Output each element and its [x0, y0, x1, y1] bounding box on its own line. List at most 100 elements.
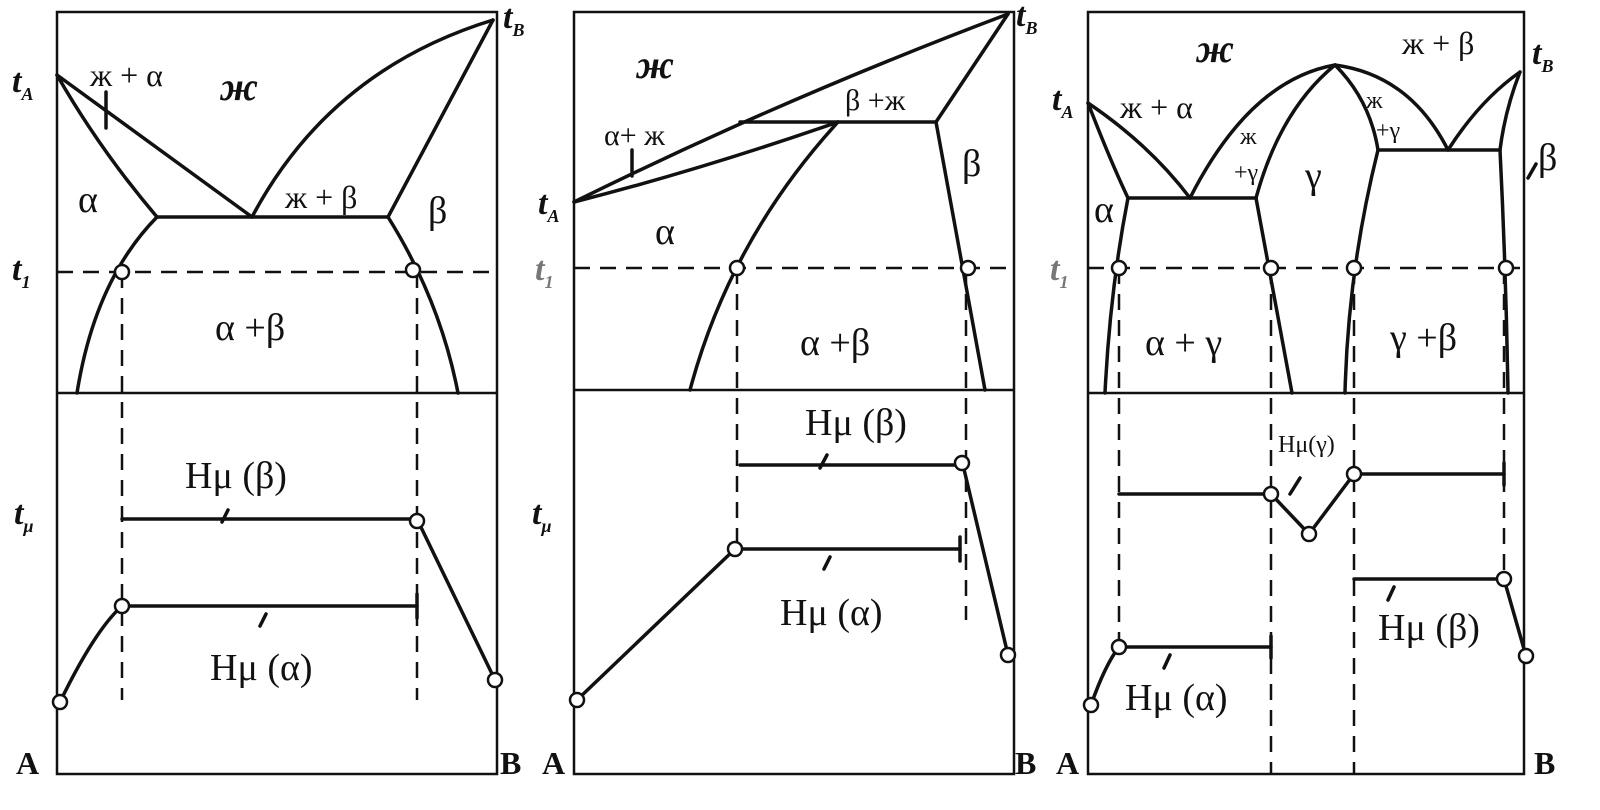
- point-t1-left: [113, 263, 131, 281]
- point-alpha-start: [1082, 696, 1100, 714]
- label-t1: t1: [1050, 251, 1068, 292]
- liquidus-beta: [1446, 70, 1522, 152]
- point-beta-end: [999, 646, 1017, 664]
- label-tmu: tμ: [14, 495, 33, 536]
- hardness-curve-alpha-rise: [1089, 645, 1121, 707]
- point-alpha-knee: [1110, 638, 1128, 656]
- label-alpha-gamma: α + γ: [1145, 322, 1222, 364]
- point-alpha-knee: [113, 597, 131, 615]
- label-liquid-gamma-left-bottom: +γ: [1234, 160, 1259, 186]
- hardness-curve-beta-fall: [961, 463, 1010, 657]
- point-beta-knee: [408, 512, 426, 530]
- leader-h-alpha: [822, 555, 832, 571]
- point-t1-left: [728, 259, 746, 277]
- panel-eutectic: tA tB t1 tμ ж ж + α ж + β α β α +β Hμ (β…: [12, 0, 524, 781]
- point-gamma-min: [1300, 525, 1318, 543]
- alpha-solidus: [572, 120, 840, 204]
- point-t1-4: [1497, 259, 1515, 277]
- point-gamma-right: [1345, 465, 1363, 483]
- beta-solidus: [934, 12, 1010, 124]
- beta-solvus: [934, 120, 987, 392]
- gamma-solidus-right: [1333, 63, 1380, 152]
- liquidus-right: [250, 18, 495, 219]
- label-h-beta: Hμ (β): [185, 455, 287, 497]
- hardness-curve-beta-fall: [415, 517, 497, 682]
- point-gamma-left: [1262, 485, 1280, 503]
- leader-h-beta: [818, 453, 829, 470]
- leader-h-alpha: [258, 612, 268, 628]
- label-t1: t1: [12, 251, 30, 292]
- label-beta-liquid: β +ж: [845, 84, 906, 117]
- point-alpha-start: [51, 693, 69, 711]
- label-h-beta: Hμ (β): [805, 402, 907, 444]
- point-beta-knee: [1495, 570, 1513, 588]
- solidus-right: [386, 18, 495, 219]
- label-tB: tB: [1016, 0, 1037, 38]
- solidus-beta: [1498, 70, 1522, 152]
- axis-label-b: B: [500, 745, 521, 781]
- solidus-alpha: [1086, 101, 1130, 200]
- axis-label-b: B: [1534, 745, 1555, 781]
- hardness-curve-alpha-rise: [575, 547, 737, 702]
- solvus-alpha: [1103, 196, 1130, 395]
- point-alpha-knee: [726, 540, 744, 558]
- label-gamma-beta: γ +β: [1389, 317, 1457, 359]
- label-h-alpha: Hμ (α): [780, 592, 883, 634]
- point-t1-3: [1345, 259, 1363, 277]
- solidus-left: [55, 73, 159, 219]
- label-liquid: ж: [219, 64, 258, 109]
- leader-h-gamma: [1288, 476, 1302, 496]
- label-t1: t1: [535, 251, 553, 292]
- label-h-gamma: Hμ(γ): [1278, 432, 1335, 458]
- label-alpha-beta: α +β: [215, 307, 285, 349]
- label-alpha: α: [78, 179, 98, 221]
- solvus-left: [75, 215, 159, 395]
- point-t1-right: [404, 261, 422, 279]
- leader-h-beta: [1386, 585, 1396, 602]
- label-alpha: α: [1094, 189, 1114, 231]
- liquidus-left: [55, 73, 254, 219]
- label-liquid: ж: [1195, 26, 1234, 71]
- gamma-solidus-left: [1254, 63, 1337, 200]
- liquidus-alpha: [1086, 101, 1192, 200]
- label-tA: tA: [12, 63, 33, 104]
- hardness-curve-alpha-rise: [58, 604, 124, 704]
- panel-frame: [572, 10, 1016, 776]
- point-t1-right: [959, 259, 977, 277]
- label-gamma: γ: [1304, 155, 1322, 197]
- label-liquid-gamma-left-top: ж: [1239, 124, 1257, 150]
- label-alpha-liquid: α+ ж: [604, 119, 665, 152]
- panel-intermediate-phase: tA tB t1 ж ж + α ж + β ж +γ ж +γ γ α β α…: [1050, 10, 1557, 781]
- point-beta-end: [1517, 647, 1535, 665]
- label-tB: tB: [1532, 35, 1553, 76]
- label-h-alpha: Hμ (α): [210, 647, 313, 689]
- point-t1-1: [1110, 259, 1128, 277]
- label-beta: β: [962, 143, 981, 185]
- leader-h-beta: [220, 508, 230, 524]
- point-beta-end: [486, 671, 504, 689]
- label-tA: tA: [538, 185, 559, 226]
- axis-label-b: B: [1015, 745, 1036, 781]
- point-alpha-start: [568, 691, 586, 709]
- point-t1-2: [1262, 259, 1280, 277]
- axis-label-a: A: [542, 745, 565, 781]
- label-tA: tA: [1052, 81, 1073, 122]
- alpha-solvus: [688, 120, 840, 392]
- label-alpha: α: [655, 211, 675, 253]
- label-beta: β: [428, 190, 447, 232]
- label-alpha-beta: α +β: [800, 322, 870, 364]
- solvus-right: [386, 215, 460, 395]
- leader-h-alpha: [1162, 653, 1172, 670]
- label-tB: tB: [503, 0, 524, 40]
- panel-peritectic: tA tB t1 tμ ж α+ ж β +ж α β α +β Hμ (β) …: [532, 0, 1037, 781]
- label-liquid-beta: ж + β: [284, 179, 357, 215]
- label-liquid: ж: [635, 42, 674, 87]
- axis-label-a: A: [1056, 745, 1079, 781]
- hardness-gamma-dip: [1269, 472, 1356, 536]
- label-beta: β: [1538, 137, 1557, 179]
- label-liquid-beta: ж + β: [1401, 25, 1474, 61]
- leader-beta: [1526, 162, 1538, 180]
- label-liquid-alpha: ж + α: [89, 57, 163, 93]
- label-liquid-alpha: ж + α: [1119, 89, 1193, 125]
